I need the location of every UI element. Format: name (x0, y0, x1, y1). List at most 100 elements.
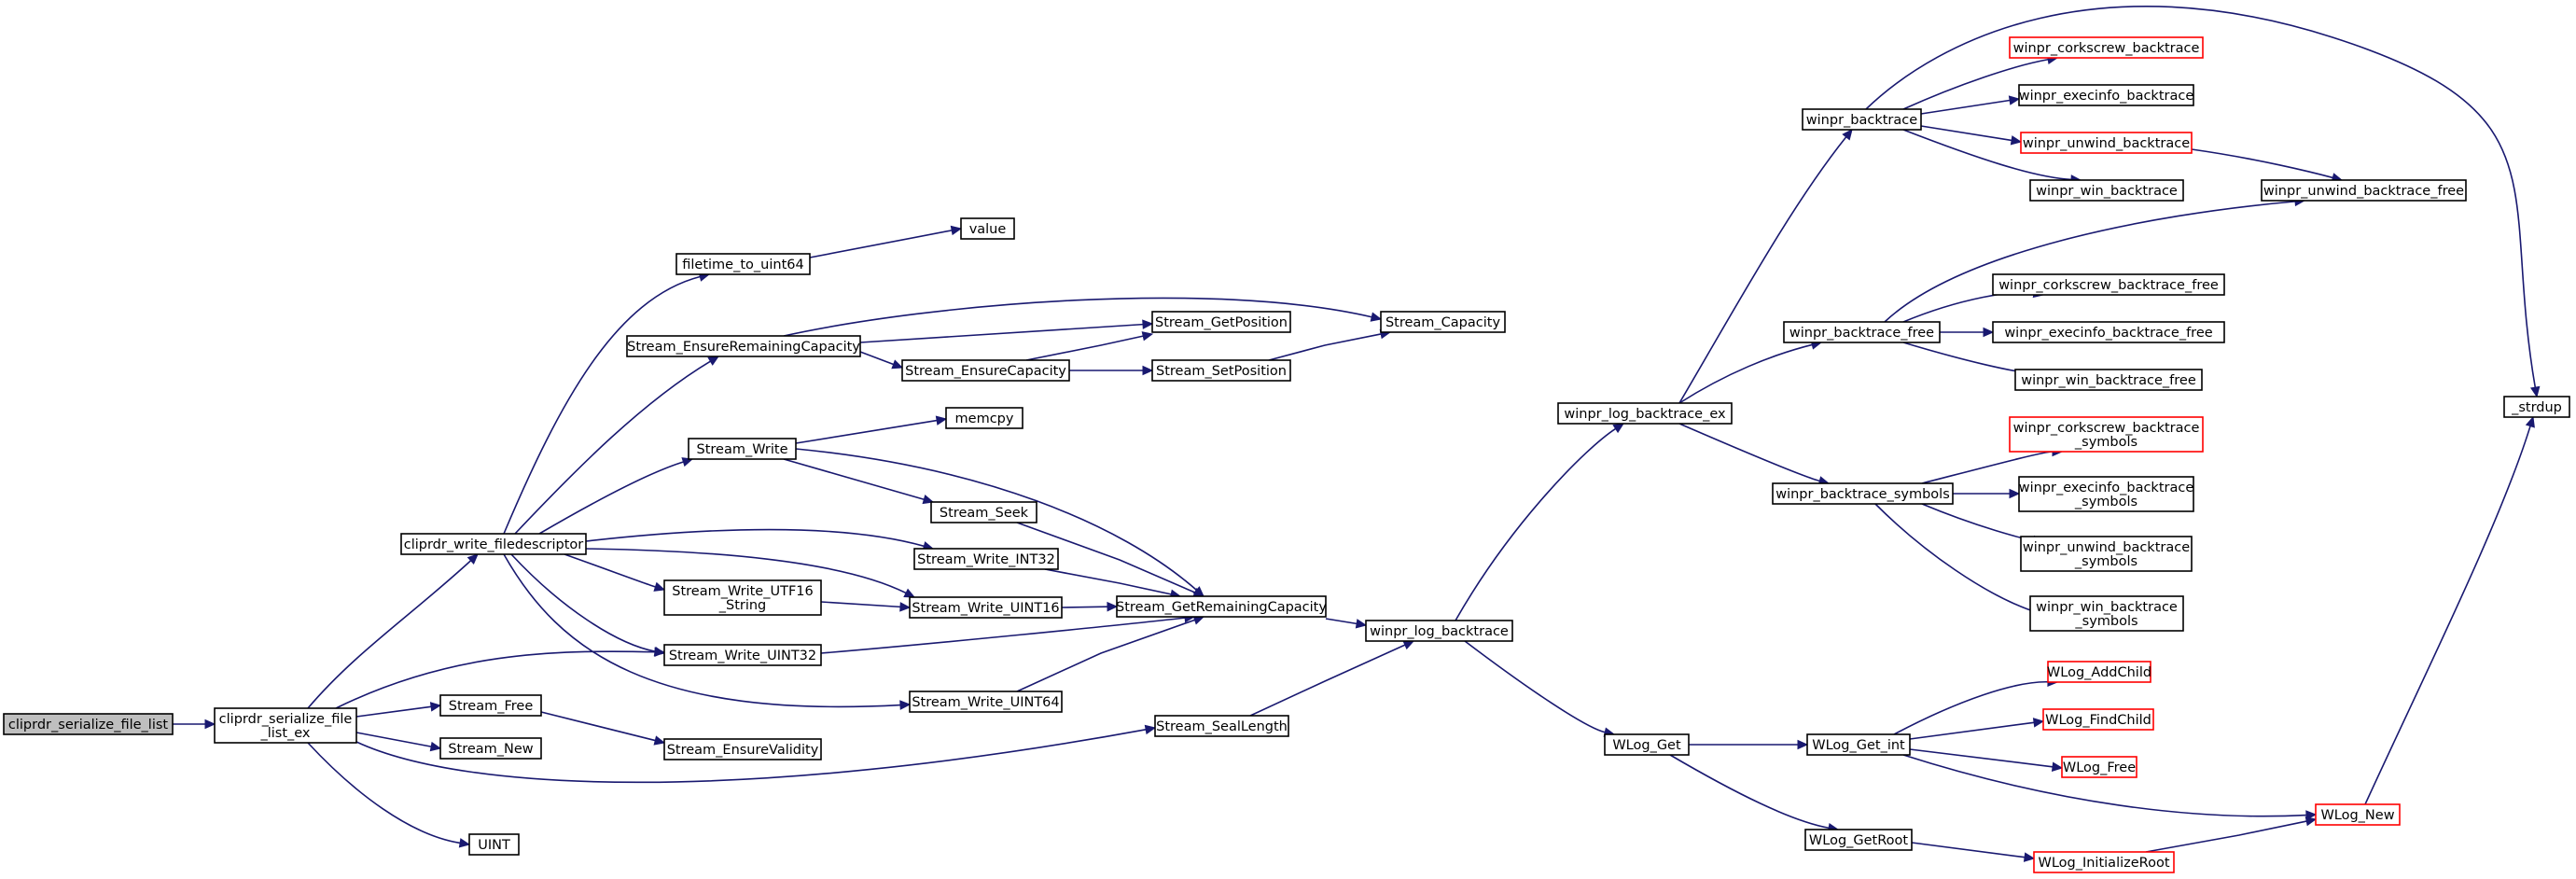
node-box (1557, 402, 1733, 425)
node-wlf[interactable]: WLog_Free (2061, 756, 2137, 778)
node-fttu[interactable]: filetime_to_uint64 (675, 253, 811, 275)
node-swu64[interactable]: Stream_Write_UINT64 (909, 691, 1063, 713)
node-webs[interactable]: winpr_execinfo_backtrace_symbols (2018, 476, 2194, 512)
node-sw[interactable]: Stream_Write (688, 438, 797, 460)
node-label: cliprdr_serialize_file_list (8, 718, 168, 732)
node-wbf[interactable]: winpr_backtrace_free (1783, 321, 1941, 343)
edge-line (510, 553, 656, 652)
edge-wlgi-to-wln (1902, 754, 2318, 820)
node-wcbs[interactable]: winpr_corkscrew_backtrace_symbols (2009, 416, 2204, 453)
node-label: _symbols (2074, 435, 2137, 450)
node-wwbs[interactable]: winpr_win_backtrace_symbols (2029, 595, 2184, 632)
node-wbs[interactable]: winpr_backtrace_symbols (1772, 482, 1954, 505)
node-sfree[interactable]: Stream_Free (439, 694, 542, 717)
node-ssp[interactable]: Stream_SetPosition (1151, 359, 1291, 382)
edge-line (1911, 842, 2026, 858)
node-wwbf[interactable]: winpr_win_backtrace_free (2014, 369, 2203, 391)
edge-line (307, 742, 461, 844)
node-wlg[interactable]: WLog_Get (1604, 733, 1690, 756)
node-memcpy[interactable]: memcpy (945, 407, 1023, 429)
node-label: WLog_Free (2063, 760, 2136, 775)
edge-line (1893, 680, 2049, 735)
node-swi32[interactable]: Stream_Write_INT32 (913, 548, 1059, 570)
node-sseek[interactable]: Stream_Seek (930, 501, 1037, 523)
edge-ex-to-sfree (355, 702, 442, 718)
node-wfd[interactable]: cliprdr_write_filedescriptor (400, 533, 587, 555)
node-label: Stream_SealLength (1156, 719, 1288, 734)
node-serc[interactable]: Stream_EnsureRemainingCapacity (626, 335, 861, 357)
edge-line (795, 448, 1198, 592)
node-sev[interactable]: Stream_EnsureValidity (663, 738, 822, 760)
node-swu32[interactable]: Stream_Write_UINT32 (663, 644, 822, 666)
edge-line (820, 617, 1186, 654)
edge-line (1874, 503, 2040, 614)
node-wlbe[interactable]: winpr_log_backtrace_ex (1557, 402, 1733, 425)
node-swutf[interactable]: Stream_Write_UTF16_String (663, 579, 822, 616)
node-wwb[interactable]: winpr_win_backtrace (2029, 179, 2184, 202)
node-box (1604, 733, 1690, 756)
node-label: _list_ex (259, 726, 310, 741)
arrowhead (653, 735, 666, 746)
node-label: Stream_Write_UINT32 (669, 649, 816, 663)
node-box (1116, 595, 1327, 618)
node-label: winpr_win_backtrace (2036, 184, 2178, 199)
edge-wlg-to-wlgi (1689, 739, 1809, 750)
node-web[interactable]: winpr_execinfo_backtrace (2018, 84, 2194, 106)
node-uint[interactable]: UINT (468, 833, 520, 856)
edge-ssl-to-wlb (1249, 640, 1415, 717)
node-webf[interactable]: winpr_execinfo_backtrace_free (1992, 321, 2225, 343)
arrowhead (1797, 739, 1809, 750)
node-wlac[interactable]: WLog_AddChild (2047, 661, 2151, 683)
node-label: Stream_Capacity (1385, 315, 1500, 330)
node-value[interactable]: value (960, 217, 1015, 240)
node-box (960, 217, 1015, 240)
node-wcb[interactable]: winpr_corkscrew_backtrace (2009, 36, 2204, 59)
node-sgp[interactable]: Stream_GetPosition (1151, 311, 1291, 333)
node-wlfc[interactable]: WLog_FindChild (2042, 708, 2154, 731)
node-sgrc[interactable]: Stream_GetRemainingCapacity (1116, 595, 1327, 618)
node-wln[interactable]: WLog_New (2315, 803, 2401, 826)
node-swu16[interactable]: Stream_Write_UINT16 (909, 596, 1063, 619)
node-box (1380, 311, 1506, 333)
node-label: winpr_execinfo_backtrace_free (2004, 326, 2212, 341)
node-wcbf[interactable]: winpr_corkscrew_backtrace_free (1992, 273, 2225, 296)
edge-wlgi-to-wlf (1909, 748, 2064, 772)
node-wubs[interactable]: winpr_unwind_backtrace_symbols (2020, 536, 2193, 572)
arrowhead (204, 719, 216, 730)
node-wlir[interactable]: WLog_InitializeRoot (2033, 851, 2175, 873)
node-snew[interactable]: Stream_New (439, 737, 542, 760)
edge-sfree-to-sev (540, 711, 666, 746)
node-label: WLog_GetRoot (1809, 833, 1908, 848)
node-wlgr[interactable]: WLog_GetRoot (1804, 829, 1913, 851)
edge-line (1325, 618, 1358, 625)
edge-line (1016, 522, 1196, 593)
arrowhead (1141, 331, 1154, 342)
node-box (2020, 132, 2193, 154)
node-label: _symbols (2074, 614, 2137, 629)
node-label: Stream_Seek (940, 506, 1029, 521)
node-label: WLog_InitializeRoot (2038, 856, 2169, 871)
node-label: WLog_FindChild (2045, 713, 2151, 728)
node-box (2009, 36, 2204, 59)
node-wb[interactable]: winpr_backtrace (1802, 108, 1922, 131)
arrowhead (1402, 640, 1415, 650)
node-label: Stream_Free (449, 699, 534, 714)
node-wub[interactable]: winpr_unwind_backtrace (2020, 132, 2193, 154)
node-label: winpr_unwind_backtrace_free (2263, 184, 2464, 199)
edge-line (783, 458, 925, 501)
arrowhead (653, 581, 666, 592)
node-sec[interactable]: Stream_EnsureCapacity (901, 359, 1070, 382)
node-wlb[interactable]: winpr_log_backtrace (1365, 620, 1513, 642)
node-root[interactable]: cliprdr_serialize_file_list (3, 713, 174, 735)
node-ex[interactable]: cliprdr_serialize_file_list_ex (214, 707, 357, 744)
node-wubf[interactable]: winpr_unwind_backtrace_free (2261, 179, 2467, 202)
node-scap[interactable]: Stream_Capacity (1380, 311, 1506, 333)
node-ssl[interactable]: Stream_SealLength (1154, 715, 1289, 737)
node-wlgi[interactable]: WLog_Get_int (1806, 733, 1911, 756)
edge-line (1920, 125, 2012, 142)
node-strdup[interactable]: _strdup (2503, 396, 2570, 418)
node-box (663, 738, 822, 760)
edge-line (1025, 335, 1144, 361)
node-box (439, 737, 542, 760)
node-box (1154, 715, 1289, 737)
